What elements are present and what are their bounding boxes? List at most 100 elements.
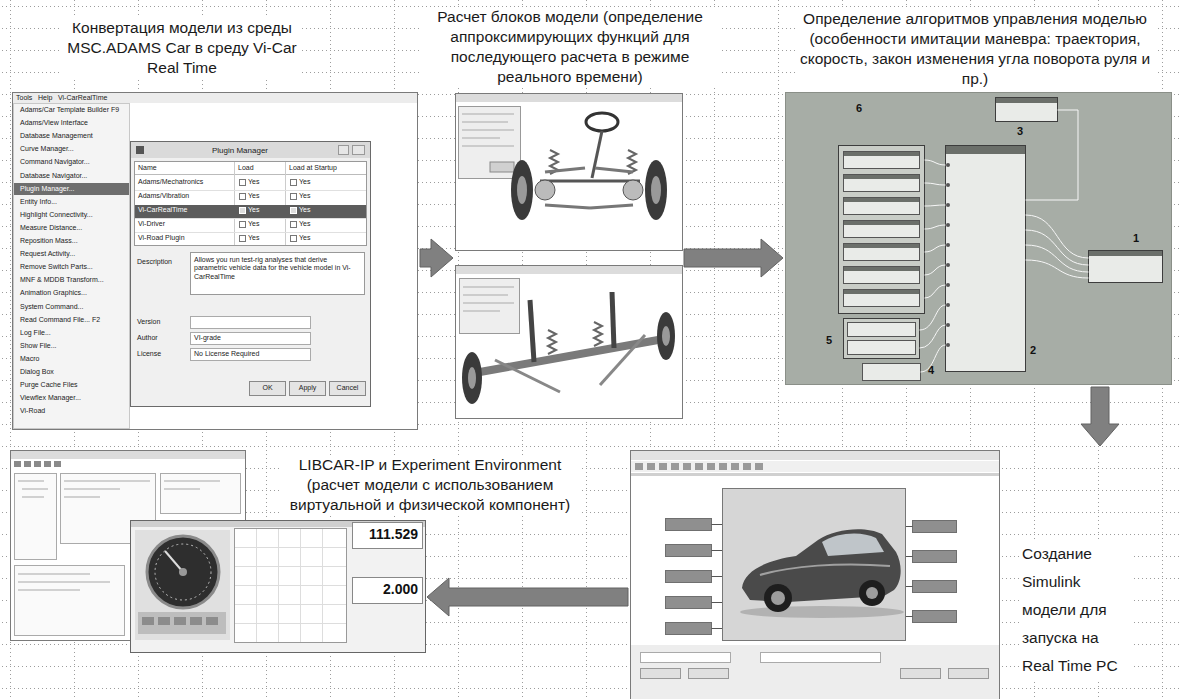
label-slot: OK (250, 384, 285, 392)
control-panel (946, 343, 950, 347)
simulink-screenshot (666, 623, 712, 635)
control-panel (844, 175, 919, 179)
control-panel (844, 221, 920, 238)
experiment-screenshot (22, 489, 48, 490)
screen-text: Entity Info... (20, 198, 57, 206)
adams-screenshot (291, 194, 297, 200)
screen-text: Yes (248, 206, 259, 214)
simulink-screenshot (695, 463, 703, 470)
experiment-screenshot (24, 461, 31, 467)
adams-screenshot (191, 333, 311, 345)
label-slot: 5 (826, 334, 832, 347)
suspension-screenshot (517, 176, 527, 204)
screen-text: Apply (290, 384, 325, 392)
control-panel (946, 146, 1025, 154)
screen-text: Show File... (20, 342, 57, 350)
adams-screenshot (330, 382, 366, 396)
label-slot: Yes (248, 220, 259, 228)
simulink-screenshot (822, 533, 884, 556)
control-panel (946, 163, 950, 167)
control-panel (946, 303, 950, 307)
callout-number: 2 (1030, 344, 1036, 357)
experiment-screenshot (165, 551, 183, 572)
screen-text: Version (137, 318, 160, 326)
adams-screenshot (135, 174, 366, 175)
adams-screenshot (135, 205, 366, 218)
control-panel (1026, 230, 1089, 265)
screen-text: Vi-CarRealTime (58, 94, 107, 102)
label-slot: 111.529 (354, 526, 418, 543)
screen-text: Log File... (20, 329, 51, 337)
suspension-screenshot (511, 160, 533, 220)
adams-screenshot (191, 317, 311, 329)
simulink-screenshot (671, 463, 679, 470)
label-slot: 2.000 (354, 581, 418, 598)
control-panel (925, 285, 946, 298)
callout-number: 3 (1017, 125, 1023, 138)
screen-text: Yes (299, 192, 310, 200)
screen-text: Cancel (330, 384, 365, 392)
stage-caption: Определение алгоритмов управления модель… (795, 9, 1155, 89)
simulink-screenshot (712, 576, 723, 577)
stage-box: Определение алгоритмов управления модель… (785, 92, 1172, 385)
experiment-screenshot (155, 544, 211, 600)
simulink-screenshot (712, 524, 723, 525)
suspension-screenshot (456, 94, 683, 419)
control-panel (946, 203, 950, 207)
label-slot: Animation Graphics... (20, 289, 87, 297)
control-panel (996, 98, 1058, 122)
simulink-screenshot (666, 519, 712, 531)
simulink-screenshot (906, 616, 913, 617)
control-panel (946, 146, 1026, 372)
control-panel (946, 283, 950, 287)
simulink-screenshot (659, 463, 667, 470)
simulink-screenshot (635, 463, 643, 470)
control-panel (1026, 215, 1089, 258)
control-panel (844, 221, 919, 225)
adams-screenshot (291, 208, 297, 214)
label-slot: Remove Switch Parts... (20, 263, 93, 271)
control-panel (946, 183, 950, 187)
screen-text: VI-grade (194, 334, 221, 342)
label-slot: Measure Distance... (20, 224, 82, 232)
screen-text: Tools (16, 94, 32, 102)
stage-caption: Создание Simulink модели для запуска на … (1022, 540, 1132, 680)
control-panel (1026, 110, 1079, 200)
suspension-screenshot (545, 168, 585, 172)
suspension-screenshot (548, 330, 556, 354)
screen-text: Yes (299, 178, 310, 186)
suspension-screenshot (490, 162, 514, 172)
control-panel (925, 245, 946, 252)
control-panel (920, 325, 946, 348)
simulink-screenshot (760, 564, 890, 575)
screen-text: Adams/View Interface (20, 119, 88, 127)
experiment-screenshot (138, 612, 226, 634)
screen-text: Load (238, 164, 254, 172)
stage-caption: LIBCAR-IP и Experiment Environment (расч… (280, 455, 580, 515)
label-slot: Vi-Road Plugin (138, 234, 185, 242)
suspension-screenshot (657, 312, 675, 360)
label-slot: Plugin Manager... (20, 185, 74, 193)
experiment-screenshot (14, 461, 61, 467)
suspension-screenshot (460, 279, 520, 334)
control-panel (844, 152, 920, 169)
experiment-screenshot (353, 578, 423, 604)
screen-text: Vi-Road Plugin (138, 234, 185, 242)
screen-text: Purge Cache Files (20, 381, 78, 389)
experiment-screenshot (64, 481, 110, 482)
experiment-screenshot (235, 604, 346, 605)
suspension-screenshot (623, 180, 643, 200)
label-slot: Vi-CarRealTime (138, 206, 187, 214)
suspension-screenshot (662, 326, 670, 346)
screen-text: Yes (248, 178, 259, 186)
callout-number: 111.529 (354, 526, 418, 543)
label-slot: Yes (299, 178, 310, 186)
stage-box: LIBCAR-IP и Experiment Environment (расч… (10, 448, 425, 653)
suspension-screenshot (592, 131, 602, 178)
label-slot: Adams/Mechatronics (138, 178, 203, 186)
simulink-screenshot (631, 451, 999, 460)
adams-screenshot (13, 93, 418, 430)
